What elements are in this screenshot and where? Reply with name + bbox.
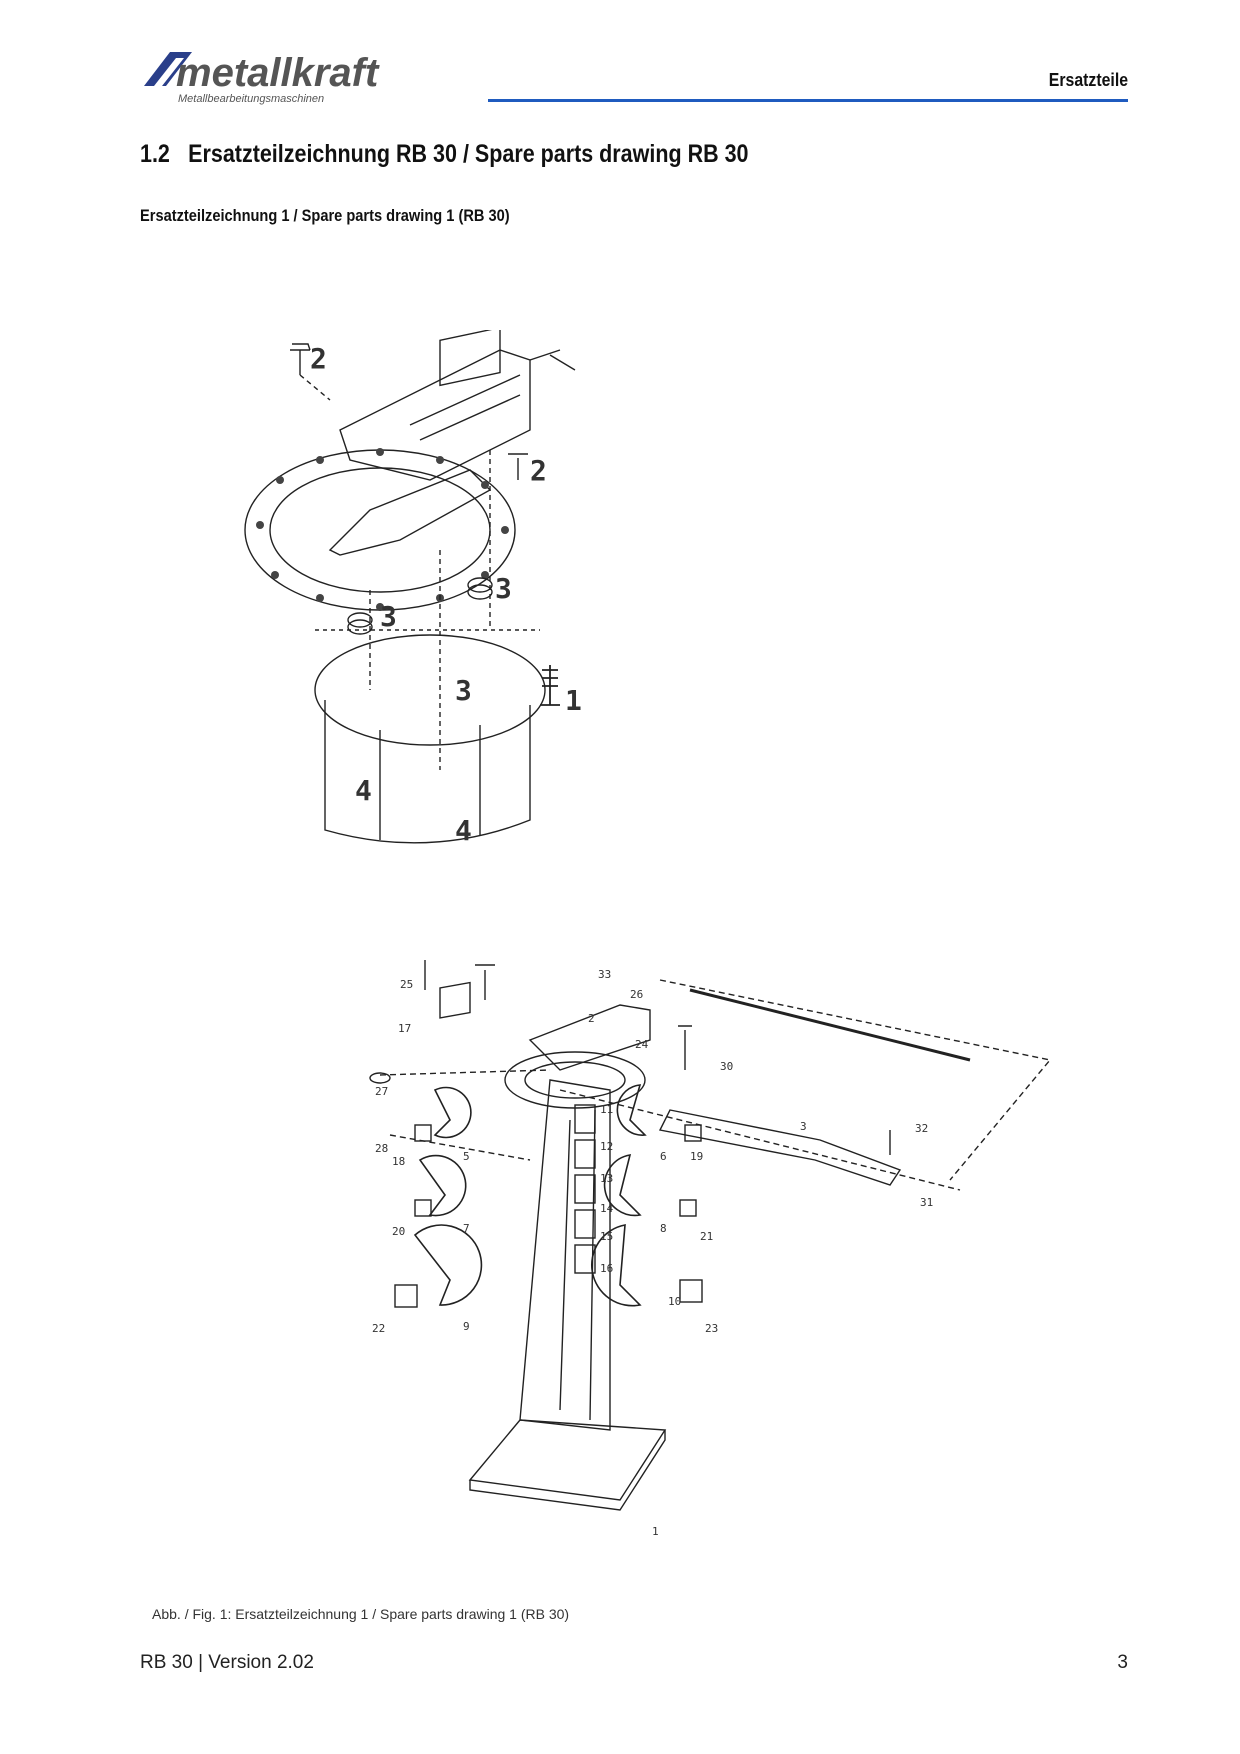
drawing-top-label: 3 [495, 572, 512, 605]
figure-caption: Abb. / Fig. 1: Ersatzteilzeichnung 1 / S… [152, 1606, 570, 1622]
drawing-top-label: 1 [565, 684, 582, 717]
spare-parts-drawing-top: 2 2 3 3 3 1 4 4 [244, 330, 582, 847]
drawing-bottom-label: 33 [598, 968, 611, 981]
drawing-bottom-label: 31 [920, 1196, 933, 1209]
header-divider [488, 99, 1128, 102]
drawing-bottom-label: 10 [668, 1295, 681, 1308]
drawing-bottom-label: 11 [600, 1103, 613, 1116]
drawing-bottom-label: 28 [375, 1142, 388, 1155]
drawing-bottom-label: 27 [375, 1085, 388, 1098]
drawing-bottom-label: 30 [720, 1060, 733, 1073]
footer-page-number: 3 [1117, 1652, 1128, 1673]
drawing-bottom-label: 18 [392, 1155, 405, 1168]
drawing-bottom-label: 1 [652, 1525, 659, 1538]
drawing-bottom-label: 2 [588, 1012, 595, 1025]
drawing-bottom-label: 3 [800, 1120, 807, 1133]
brand-wordmark: metallkraft [176, 51, 380, 95]
metallkraft-logo-icon [144, 52, 192, 86]
drawing-bottom-label: 15 [600, 1230, 613, 1243]
drawing-top-label: 3 [455, 674, 472, 707]
drawing-bottom-label: 29 [472, 960, 485, 963]
header-section-title: Ersatzteile [1048, 70, 1128, 90]
drawing-bottom-label: 9 [463, 1320, 470, 1333]
footer-doc-version: RB 30 | Version 2.02 [140, 1652, 314, 1673]
spare-parts-drawing-bottom: 29 25 33 26 2 17 24 30 27 28 11 5 6 3 32… [369, 960, 1052, 1538]
drawing-bottom-label: 6 [660, 1150, 667, 1163]
drawing-top-label: 2 [310, 342, 327, 375]
brand-tagline: Metallbearbeitungsmaschinen [178, 93, 324, 105]
section-title-text: Ersatzteilzeichnung RB 30 / Spare parts … [188, 140, 749, 168]
drawing-bottom-label: 22 [372, 1322, 385, 1335]
drawing-bottom-label: 32 [915, 1122, 928, 1135]
drawing-bottom-label: 14 [600, 1202, 614, 1215]
drawing-top-label: 2 [530, 454, 547, 487]
section-title: 1.2 Ersatzteilzeichnung RB 30 / Spare par… [140, 140, 749, 169]
drawing-top-label: 3 [380, 600, 397, 633]
drawing-bottom-label: 19 [690, 1150, 703, 1163]
drawing-bottom-label: 23 [705, 1322, 718, 1335]
drawing-bottom-label: 7 [463, 1222, 470, 1235]
drawing-bottom-label: 12 [600, 1140, 613, 1153]
drawing-bottom-label: 20 [392, 1225, 405, 1238]
drawing-bottom-label: 24 [635, 1038, 649, 1051]
drawing-bottom-label: 17 [398, 1022, 411, 1035]
drawing-bottom-label: 26 [630, 988, 643, 1001]
metallkraft-logo: metallkraft Metallbearbeitungsmaschinen [144, 51, 380, 105]
drawing-top-label: 4 [355, 774, 372, 807]
drawing-bottom-label: 25 [400, 978, 413, 991]
drawing-bottom-label: 16 [600, 1262, 613, 1275]
section-number: 1.2 [140, 140, 170, 168]
subsection-title: Ersatzteilzeichnung 1 / Spare parts draw… [140, 206, 510, 225]
drawing-bottom-label: 13 [600, 1172, 613, 1185]
drawing-bottom-label: 8 [660, 1222, 667, 1235]
drawing-top-label: 4 [455, 814, 472, 847]
drawing-bottom-label: 5 [463, 1150, 470, 1163]
drawing-bottom-label: 21 [700, 1230, 713, 1243]
